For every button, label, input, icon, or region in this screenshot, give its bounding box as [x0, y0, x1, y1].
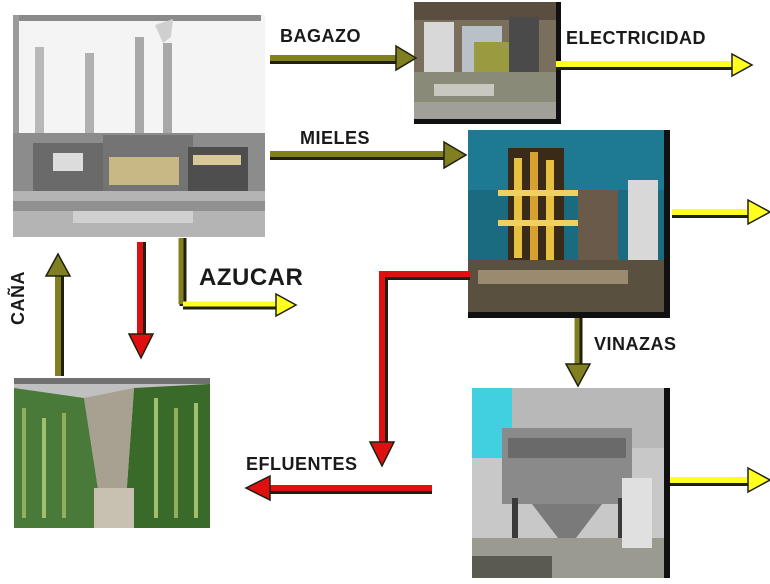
bagazo-label: BAGAZO — [280, 26, 361, 46]
azucar-arrow — [178, 238, 298, 318]
cana-arrow — [44, 252, 72, 376]
vinazas-arrow — [564, 318, 592, 388]
treatment-output-arrow — [670, 466, 770, 494]
azucar-label: AZUCAR — [199, 264, 304, 291]
vinazas-label: VINAZAS — [594, 334, 677, 354]
sugar-mill-photo — [13, 15, 265, 237]
distillery-photo — [468, 130, 670, 318]
cana-label: CAÑA — [8, 271, 28, 325]
distillery-effluent-red-arrow — [368, 271, 470, 468]
electricidad-label: ELECTRICIDAD — [566, 28, 706, 48]
distillery-output-arrow — [672, 198, 770, 226]
efluentes-label: EFLUENTES — [246, 454, 358, 474]
cane-field-photo — [14, 378, 210, 528]
bagazo-arrow — [270, 44, 418, 72]
efluentes-arrow — [244, 474, 432, 502]
mieles-arrow — [270, 140, 468, 170]
mieles-label: MIELES — [300, 128, 371, 148]
electricidad-arrow — [556, 52, 754, 78]
vinasse-treatment-photo — [472, 388, 670, 578]
mill-to-field-red-arrow — [127, 242, 155, 360]
power-plant-photo — [414, 2, 561, 124]
